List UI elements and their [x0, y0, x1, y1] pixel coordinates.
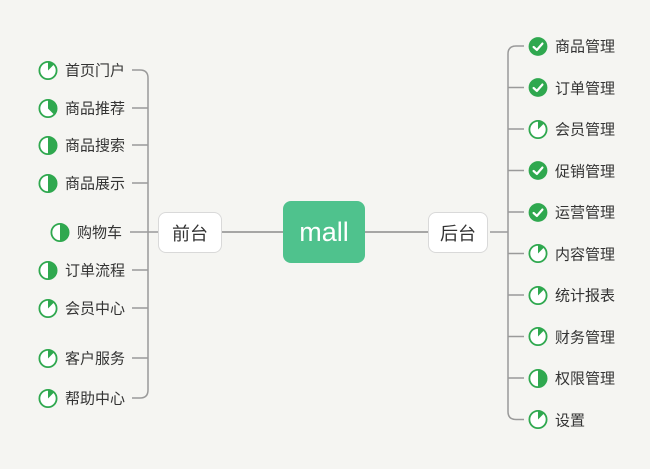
topic-item[interactable]: 订单流程	[38, 260, 125, 281]
topic-label: 设置	[555, 412, 586, 429]
topic-item[interactable]: 商品展示	[38, 173, 125, 194]
progress-icon	[528, 326, 548, 347]
progress-icon	[38, 98, 58, 118]
topic-label: 权限管理	[555, 370, 616, 388]
topic-label: 首页门户	[65, 62, 126, 80]
topic-item[interactable]: 帮助中心	[38, 388, 125, 409]
topic-item[interactable]: 设置	[528, 409, 585, 430]
topic-label: 帮助中心	[65, 390, 126, 408]
topic-label: 财务管理	[555, 329, 616, 346]
topic-item[interactable]: 订单管理	[528, 77, 615, 98]
topic-label: 运营管理	[555, 204, 616, 222]
progress-icon	[50, 222, 70, 242]
progress-icon	[38, 60, 58, 80]
right-bracket-line	[490, 45, 524, 421]
topic-item[interactable]: 内容管理	[528, 243, 615, 264]
topic-label: 会员中心	[65, 300, 126, 318]
topic-label: 内容管理	[555, 246, 616, 263]
progress-icon	[38, 348, 58, 368]
topic-label: 统计报表	[555, 287, 616, 305]
root-node-mall[interactable]: mall	[283, 201, 365, 263]
check-icon	[528, 202, 548, 222]
progress-icon	[528, 119, 548, 139]
progress-icon	[38, 388, 58, 408]
topic-label: 商品搜索	[65, 137, 126, 155]
topic-label: 商品推荐	[65, 100, 126, 118]
progress-icon	[38, 260, 58, 280]
progress-icon	[38, 298, 58, 318]
topic-item[interactable]: 运营管理	[528, 202, 615, 223]
topic-item[interactable]: 商品搜索	[38, 135, 125, 156]
topic-item[interactable]: 会员管理	[528, 119, 615, 140]
progress-icon	[528, 285, 548, 305]
topic-item[interactable]: 客户服务	[38, 348, 125, 369]
branch-node-frontend[interactable]: 前台	[158, 212, 222, 253]
topic-label: 会员管理	[555, 121, 616, 139]
topic-label: 订单管理	[555, 80, 616, 97]
check-icon	[528, 161, 548, 180]
topic-item[interactable]: 财务管理	[528, 326, 615, 347]
progress-icon	[38, 173, 58, 193]
topic-label: 商品展示	[65, 175, 126, 193]
topic-label: 订单流程	[65, 262, 126, 280]
check-icon	[528, 78, 548, 97]
topic-item[interactable]: 购物车	[50, 222, 122, 243]
check-icon	[528, 36, 548, 56]
left-bracket-line	[130, 69, 158, 399]
progress-icon	[528, 368, 548, 388]
progress-icon	[528, 409, 548, 430]
topic-label: 促销管理	[555, 163, 616, 180]
topic-label: 商品管理	[555, 38, 616, 56]
topic-item[interactable]: 首页门户	[38, 60, 125, 81]
topic-item[interactable]: 商品推荐	[38, 98, 125, 119]
topic-item[interactable]: 统计报表	[528, 285, 615, 306]
topic-label: 购物车	[77, 224, 123, 242]
progress-icon	[38, 135, 58, 155]
topic-item[interactable]: 商品管理	[528, 36, 615, 57]
progress-icon	[528, 243, 548, 264]
topic-item[interactable]: 权限管理	[528, 368, 615, 389]
topic-item[interactable]: 促销管理	[528, 160, 615, 181]
topic-item[interactable]: 会员中心	[38, 298, 125, 319]
branch-node-backend[interactable]: 后台	[428, 212, 488, 253]
topic-label: 客户服务	[65, 350, 126, 368]
